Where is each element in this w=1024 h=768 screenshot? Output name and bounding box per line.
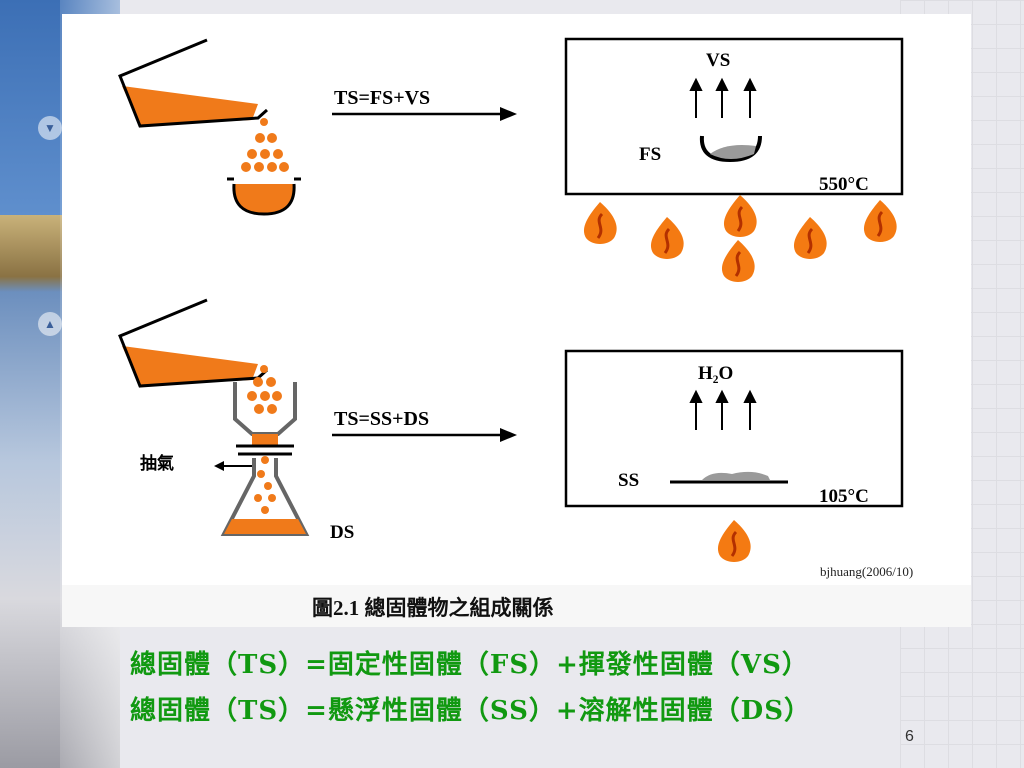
figure-panel: TS=FS+VS VS FS 550°C (62, 14, 971, 627)
credit-text: bjhuang(2006/10) (820, 564, 913, 579)
droplets-flask (254, 456, 276, 514)
ss-label: SS (618, 470, 639, 491)
suction-arrow (214, 461, 252, 471)
flame-icon (583, 202, 617, 244)
vs-label: VS (706, 50, 730, 71)
pouring-beaker-top (118, 38, 268, 128)
flames-bottom (717, 520, 751, 562)
equation-line-2: 總固體（TS）=懸浮性固體（SS）+溶解性固體（DS） (130, 696, 811, 726)
scroll-down-icon[interactable]: ▼ (38, 116, 62, 140)
equation-label-top: TS=FS+VS (334, 87, 430, 109)
h2o-label: H₂O (698, 363, 733, 384)
equation-line-1: 總固體（TS）=固定性固體（FS）+揮發性固體（VS） (130, 650, 809, 680)
flame-icon (863, 200, 897, 242)
flames-top (583, 195, 897, 282)
arrow-bottom (332, 428, 517, 442)
filter-paper-with-residue (670, 471, 788, 484)
flame-icon (793, 217, 827, 259)
suction-label: 抽氣 (140, 453, 174, 473)
scroll-up-icon[interactable]: ▲ (38, 312, 62, 336)
fs-label: FS (639, 144, 661, 165)
figure-caption: 圖2.1 總固體物之組成關係 (312, 596, 554, 620)
pouring-beaker-bottom (118, 298, 268, 388)
vapor-arrows-top (689, 77, 757, 118)
flame-icon (723, 195, 757, 237)
filter-funnel (233, 382, 297, 456)
droplets-bottom (247, 365, 282, 414)
temperature-105: 105°C (819, 486, 869, 507)
crucible-with-ash (699, 135, 762, 163)
oven-box-105 (564, 349, 904, 508)
flame-icon (650, 217, 684, 259)
vapor-arrows-bottom (689, 389, 757, 430)
page-number: 6 (905, 728, 914, 745)
evaporating-dish (227, 177, 301, 216)
equation-label-bottom: TS=SS+DS (334, 408, 429, 430)
filtering-flask (220, 458, 310, 536)
flame-icon (717, 520, 751, 562)
arrow-top (332, 107, 517, 121)
temperature-550: 550°C (819, 174, 869, 195)
droplets-top (241, 118, 289, 172)
furnace-box-550 (564, 37, 904, 196)
flame-icon (721, 240, 755, 282)
ds-label: DS (330, 522, 354, 543)
